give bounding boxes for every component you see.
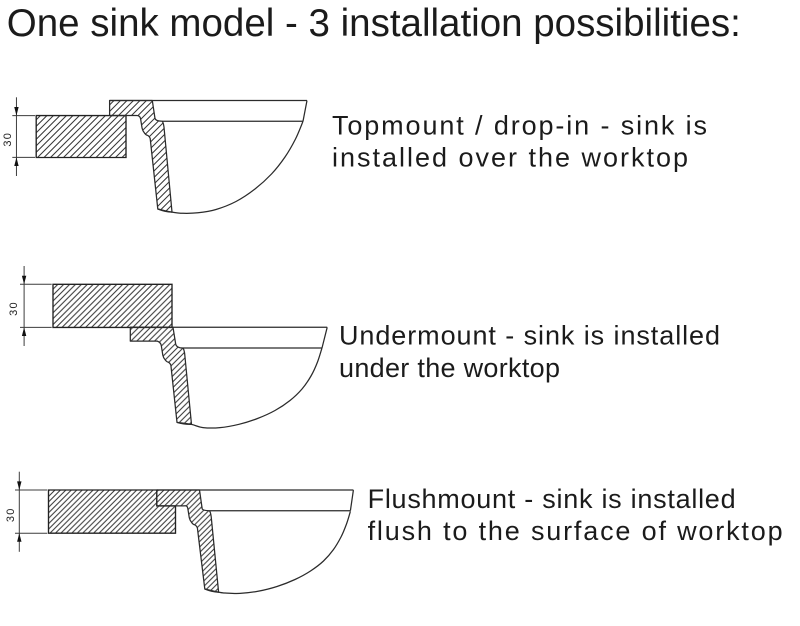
svg-text:Topmount / drop-in - sink is: Topmount / drop-in - sink is xyxy=(332,110,707,140)
svg-text:30: 30 xyxy=(2,132,14,147)
svg-text:installed over the worktop: installed over the worktop xyxy=(332,142,688,172)
svg-text:Undermount - sink is installed: Undermount - sink is installed xyxy=(339,321,720,351)
svg-text:30: 30 xyxy=(8,301,20,316)
svg-text:flush to the surface of workto: flush to the surface of worktop xyxy=(368,516,783,546)
svg-text:Flushmount - sink is installed: Flushmount - sink is installed xyxy=(368,484,736,514)
svg-text:One sink model - 3 installatio: One sink model - 3 installation possibil… xyxy=(7,2,741,45)
svg-text:under the worktop: under the worktop xyxy=(339,353,560,383)
svg-text:30: 30 xyxy=(5,507,17,522)
